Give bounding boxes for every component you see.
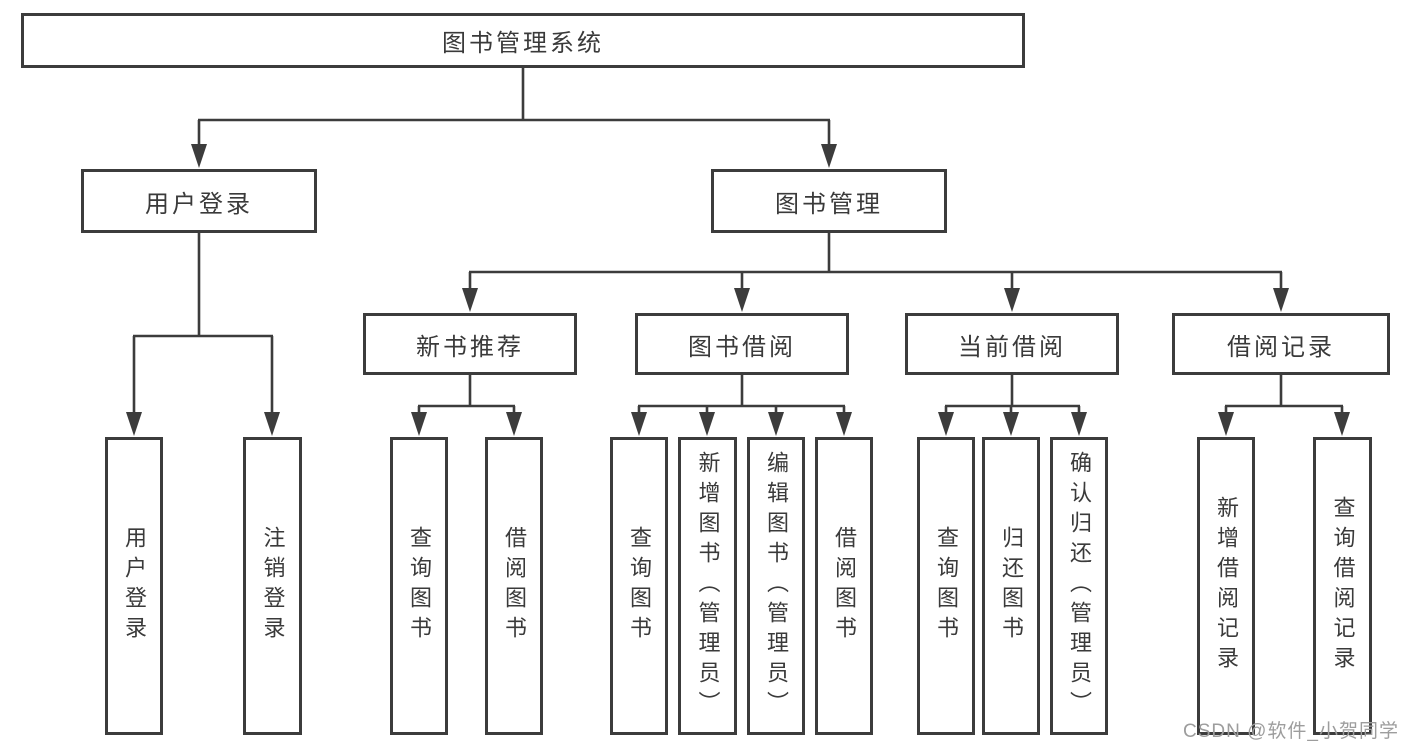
node-label: 图书借阅	[688, 333, 796, 361]
leaf-box-borrow-books-rec: 借阅图书	[485, 437, 543, 735]
leaf-box-return-books: 归还图书	[982, 437, 1040, 735]
node-box-current-borrow: 当前借阅	[905, 313, 1119, 375]
leaf-label: 确认归还（管理员）	[1067, 451, 1092, 721]
leaf-label: 新增借阅记录	[1214, 496, 1239, 676]
leaf-box-borrow-books: 借阅图书	[815, 437, 873, 735]
leaf-label: 借阅图书	[502, 526, 527, 646]
leaf-label: 借阅图书	[832, 526, 857, 646]
leaf-label: 查询图书	[627, 526, 652, 646]
leaf-label: 新增图书（管理员）	[695, 451, 721, 721]
leaf-box-add-borrow-record: 新增借阅记录	[1197, 437, 1255, 735]
node-label: 用户登录	[145, 190, 253, 218]
node-label: 图书管理系统	[442, 30, 604, 57]
node-box-system-root: 图书管理系统	[21, 13, 1025, 68]
node-label: 图书管理	[775, 190, 883, 218]
leaf-box-confirm-return-admin: 确认归还（管理员）	[1050, 437, 1108, 735]
leaf-box-query-current: 查询图书	[917, 437, 975, 735]
leaf-box-add-books-admin: 新增图书（管理员）	[678, 437, 737, 735]
node-box-new-book-recommend: 新书推荐	[363, 313, 577, 375]
node-box-borrow-record: 借阅记录	[1172, 313, 1390, 375]
node-box-user-login: 用户登录	[81, 169, 317, 233]
leaf-box-edit-books-admin: 编辑图书（管理员）	[747, 437, 805, 735]
node-label: 当前借阅	[958, 333, 1066, 361]
leaf-label: 用户登录	[122, 526, 147, 646]
leaf-label: 注销登录	[260, 526, 286, 646]
node-label: 新书推荐	[416, 333, 524, 361]
leaf-label: 查询借阅记录	[1330, 496, 1356, 676]
leaf-box-query-books-rec: 查询图书	[390, 437, 448, 735]
watermark-text: CSDN @软件_小贺同学	[1183, 721, 1399, 742]
node-label: 借阅记录	[1227, 333, 1335, 361]
leaf-box-query-borrow-record: 查询借阅记录	[1313, 437, 1372, 735]
node-box-book-management: 图书管理	[711, 169, 947, 233]
leaf-box-user-login: 用户登录	[105, 437, 163, 735]
leaf-label: 编辑图书（管理员）	[764, 451, 789, 721]
leaf-box-logout: 注销登录	[243, 437, 302, 735]
leaf-label: 查询图书	[934, 526, 959, 646]
leaf-label: 查询图书	[407, 526, 432, 646]
leaf-box-query-books: 查询图书	[610, 437, 668, 735]
node-box-book-borrow: 图书借阅	[635, 313, 849, 375]
leaf-label: 归还图书	[999, 526, 1024, 646]
